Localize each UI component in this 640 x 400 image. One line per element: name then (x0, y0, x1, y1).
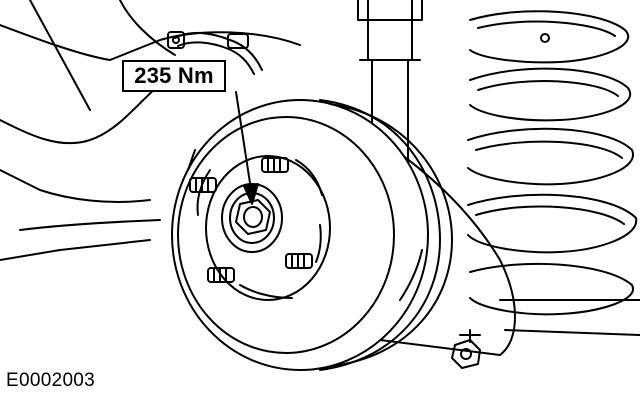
suspension-background (0, 0, 300, 260)
figure-id-label: E0002003 (6, 370, 96, 391)
callout-arrow (236, 92, 258, 204)
wheel-stud (286, 254, 312, 268)
wheel-stud (262, 158, 288, 172)
wheel-stud (190, 178, 216, 192)
brake-line (168, 32, 262, 74)
hub-nut (222, 184, 282, 252)
wheel-stud (208, 268, 234, 282)
torque-callout-label: 235 Nm (122, 60, 226, 92)
wheel-studs (190, 158, 312, 282)
coil-spring (468, 11, 636, 314)
brake-drum (172, 100, 452, 370)
